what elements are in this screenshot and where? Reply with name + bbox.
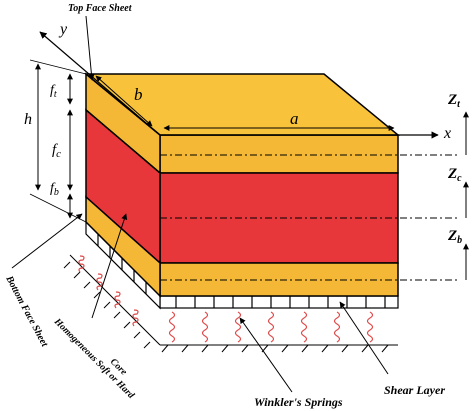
winkler-pointer xyxy=(239,317,293,393)
zt-label: Zt xyxy=(447,92,461,110)
core-pointer xyxy=(91,213,128,319)
winkler-label: Winkler's Springs xyxy=(254,395,343,409)
winkler-springs xyxy=(78,255,374,343)
ft-label: ft xyxy=(50,83,57,100)
shear-pointer xyxy=(339,301,389,375)
reference-dash-lines xyxy=(160,154,460,281)
bottom-face-sheet-label: Bottom Face Sheet xyxy=(3,273,51,349)
top-face-pointer xyxy=(85,15,95,81)
zb-label: Zb xyxy=(447,228,462,246)
a-label: a xyxy=(290,109,299,128)
ground-hatch-left xyxy=(63,254,161,349)
shear-layer xyxy=(85,220,399,310)
h-label: h xyxy=(24,111,32,128)
zc-label: Zc xyxy=(447,166,462,184)
front-top-face-sheet xyxy=(159,134,399,174)
fc-label: fc xyxy=(52,142,61,160)
side-bottom-face-sheet xyxy=(85,195,161,298)
h-ext-top xyxy=(29,59,87,75)
y-axis-label: y xyxy=(58,21,68,38)
core-label-1: Homogeneous Soft or Hard xyxy=(51,316,136,401)
b-label: b xyxy=(134,85,143,104)
shear-label: Shear Layer xyxy=(384,383,445,397)
bottom-face-pointer xyxy=(11,213,83,269)
ground-hatch-bottom xyxy=(160,344,398,353)
x-axis-label: x xyxy=(443,125,451,142)
top-face-sheet-label: Top Face Sheet xyxy=(68,3,133,14)
fb-label: fb xyxy=(50,181,59,198)
b-dimension xyxy=(95,75,153,127)
y-axis-line xyxy=(39,31,161,136)
